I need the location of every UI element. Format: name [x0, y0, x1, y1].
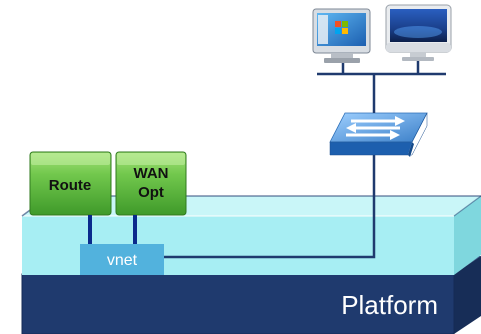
vnet-to-switch-link — [164, 150, 376, 259]
vnet-layer — [21, 195, 481, 275]
vnet-layer-top-right-edge — [453, 195, 481, 217]
platform-side-face — [454, 256, 481, 334]
route-box: Route — [29, 151, 112, 216]
windows-pc-icon — [312, 8, 371, 63]
vnet-layer-side-face — [454, 196, 481, 275]
wan-opt-box: WAN Opt — [115, 151, 187, 216]
vnet-box: vnet — [80, 244, 164, 275]
imac-icon — [385, 4, 452, 61]
platform-label: Platform — [341, 290, 438, 320]
route-label: Route — [49, 177, 92, 194]
wan-opt-label-line1: WAN — [134, 165, 169, 182]
wan-opt-label-line2: Opt — [138, 184, 164, 201]
vnet-label: vnet — [107, 252, 138, 269]
network-switch-icon — [329, 112, 428, 157]
platform-front-face — [21, 273, 455, 334]
